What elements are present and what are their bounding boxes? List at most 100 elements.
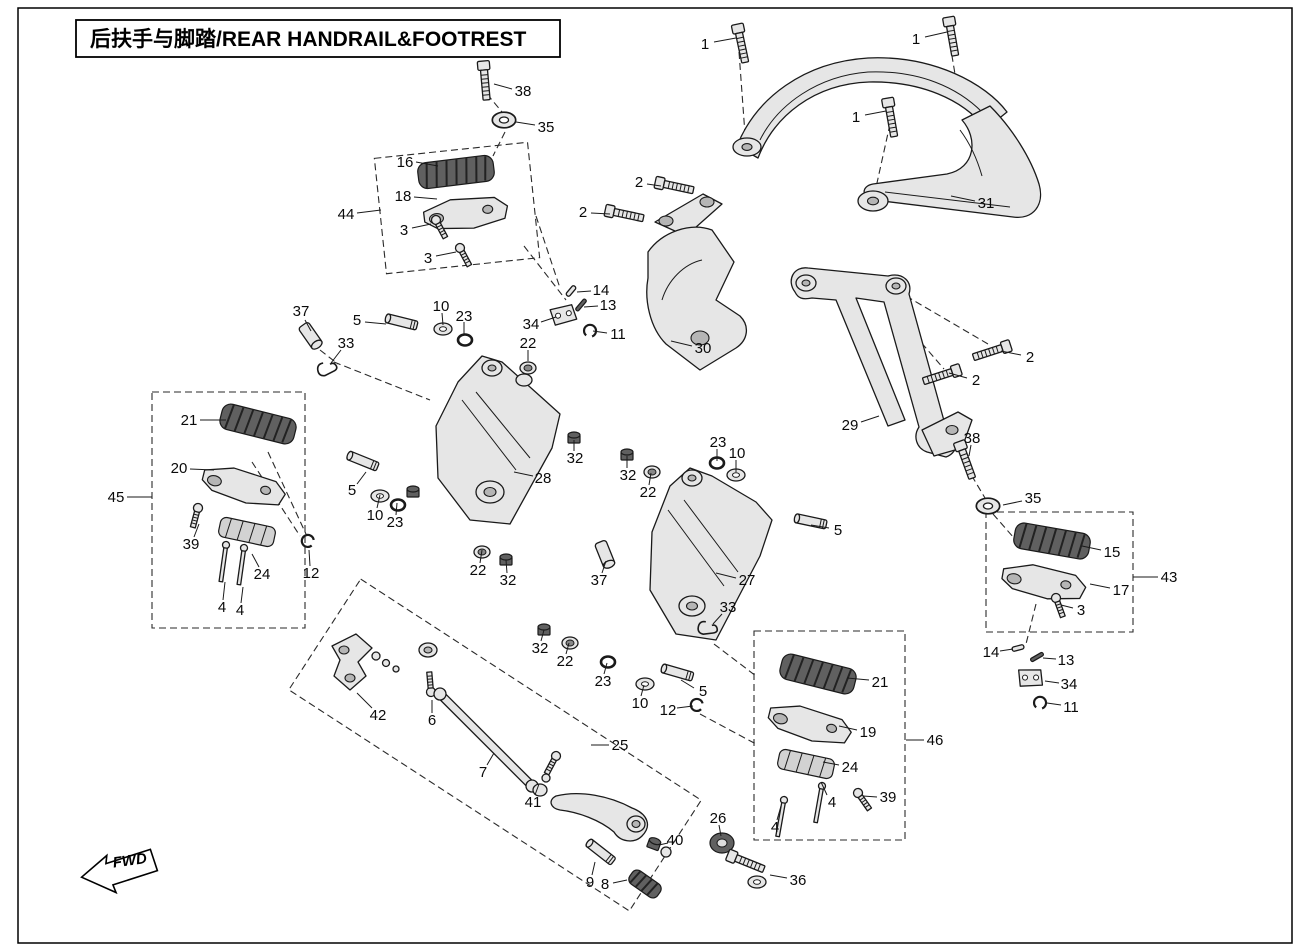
- plate-34: [549, 303, 578, 327]
- part-label-35: 35: [1025, 490, 1042, 507]
- leader-line: [1002, 500, 1023, 506]
- leader-line: [411, 223, 432, 229]
- part-label-4: 4: [218, 599, 226, 616]
- part-label-30: 30: [695, 340, 712, 357]
- part-label-38: 38: [964, 430, 981, 447]
- nut-32: [537, 623, 551, 636]
- leader-line: [601, 560, 607, 574]
- leader-line: [364, 321, 387, 325]
- leader-line: [948, 372, 968, 379]
- leader-line: [680, 679, 695, 689]
- leader-line: [769, 874, 788, 879]
- part-label-6: 6: [428, 712, 436, 729]
- part-label-31: 31: [978, 195, 995, 212]
- page-border: [17, 7, 1293, 944]
- part-label-32: 32: [500, 572, 517, 589]
- leader-line: [356, 692, 373, 709]
- spacer-5: [659, 662, 695, 682]
- leader-line: [486, 752, 495, 766]
- part-label-27: 27: [739, 572, 756, 589]
- part-label-25: 25: [612, 737, 629, 754]
- leader-line: [513, 471, 534, 477]
- leader-line: [505, 559, 508, 574]
- part-label-12: 12: [303, 565, 320, 582]
- part-label-20: 20: [171, 460, 188, 477]
- part-label-21: 21: [181, 412, 198, 429]
- footpeg-rubber-21: [776, 651, 860, 697]
- part-label-34: 34: [523, 316, 540, 333]
- leader-line: [715, 572, 737, 579]
- pin-13: [574, 297, 588, 313]
- leader-line: [540, 316, 557, 323]
- part-label-42: 42: [370, 707, 387, 724]
- leader-line: [670, 340, 693, 347]
- part-label-22: 22: [640, 484, 657, 501]
- bolt-2: [603, 203, 646, 225]
- washer-22: [519, 361, 537, 375]
- leader-line: [648, 472, 652, 486]
- rear-bracket-part: [790, 267, 973, 458]
- group-box-25: [288, 578, 702, 912]
- part-label-34: 34: [1061, 676, 1078, 693]
- leader-line: [534, 783, 540, 796]
- part-label-22: 22: [557, 653, 574, 670]
- part-label-40: 40: [667, 832, 684, 849]
- part-label-39: 39: [183, 536, 200, 553]
- ring-23: [389, 498, 407, 512]
- clip-11: [1032, 694, 1049, 711]
- leader-line: [479, 549, 483, 564]
- leader-line: [838, 725, 858, 731]
- part-label-1: 1: [701, 36, 709, 53]
- pin-14: [1010, 643, 1026, 653]
- part-label-24: 24: [842, 759, 859, 776]
- part-label-17: 17: [1113, 582, 1130, 599]
- part-label-24: 24: [254, 566, 271, 583]
- washer: [747, 875, 767, 889]
- part-label-36: 36: [790, 872, 807, 889]
- part-label-7: 7: [479, 764, 487, 781]
- footpeg-body-19: [764, 698, 856, 751]
- part-label-14: 14: [593, 282, 610, 299]
- part-label-11: 11: [1063, 699, 1079, 716]
- leader-line: [251, 553, 260, 568]
- leader-line: [862, 795, 878, 798]
- part-label-5: 5: [348, 482, 356, 499]
- leader-line: [864, 110, 887, 116]
- screw-39: [187, 501, 205, 530]
- pin-14: [564, 284, 578, 298]
- fwd-text: FWD: [112, 850, 148, 872]
- part-label-13: 13: [600, 297, 617, 314]
- part-label-32: 32: [532, 640, 549, 657]
- leader-line: [776, 805, 782, 821]
- group-box-46: [753, 630, 906, 841]
- bolt-41: [541, 749, 563, 777]
- leader-line: [222, 581, 226, 601]
- leader-line: [820, 781, 828, 796]
- leader-line: [308, 549, 311, 567]
- part-label-13: 13: [1058, 652, 1075, 669]
- bolt-2: [970, 338, 1014, 364]
- leader-line: [810, 524, 830, 529]
- part-label-23: 23: [595, 673, 612, 690]
- leader-line: [646, 183, 662, 187]
- bolt-36: [724, 848, 767, 876]
- part-label-44: 44: [338, 206, 355, 223]
- leader-line: [356, 471, 367, 485]
- part-label-33: 33: [720, 599, 737, 616]
- leader-line: [441, 312, 444, 326]
- leader-line: [515, 121, 536, 126]
- clip-11: [582, 322, 599, 339]
- leader-line: [415, 161, 439, 167]
- part-label-10: 10: [632, 695, 649, 712]
- part-label-3: 3: [1077, 602, 1085, 619]
- bolt-38: [476, 59, 494, 102]
- part-label-18: 18: [395, 188, 412, 205]
- part-label-5: 5: [699, 683, 707, 700]
- part-label-32: 32: [567, 450, 584, 467]
- leader-line: [1089, 583, 1111, 589]
- nut-40: [646, 835, 663, 852]
- part-label-4: 4: [828, 794, 836, 811]
